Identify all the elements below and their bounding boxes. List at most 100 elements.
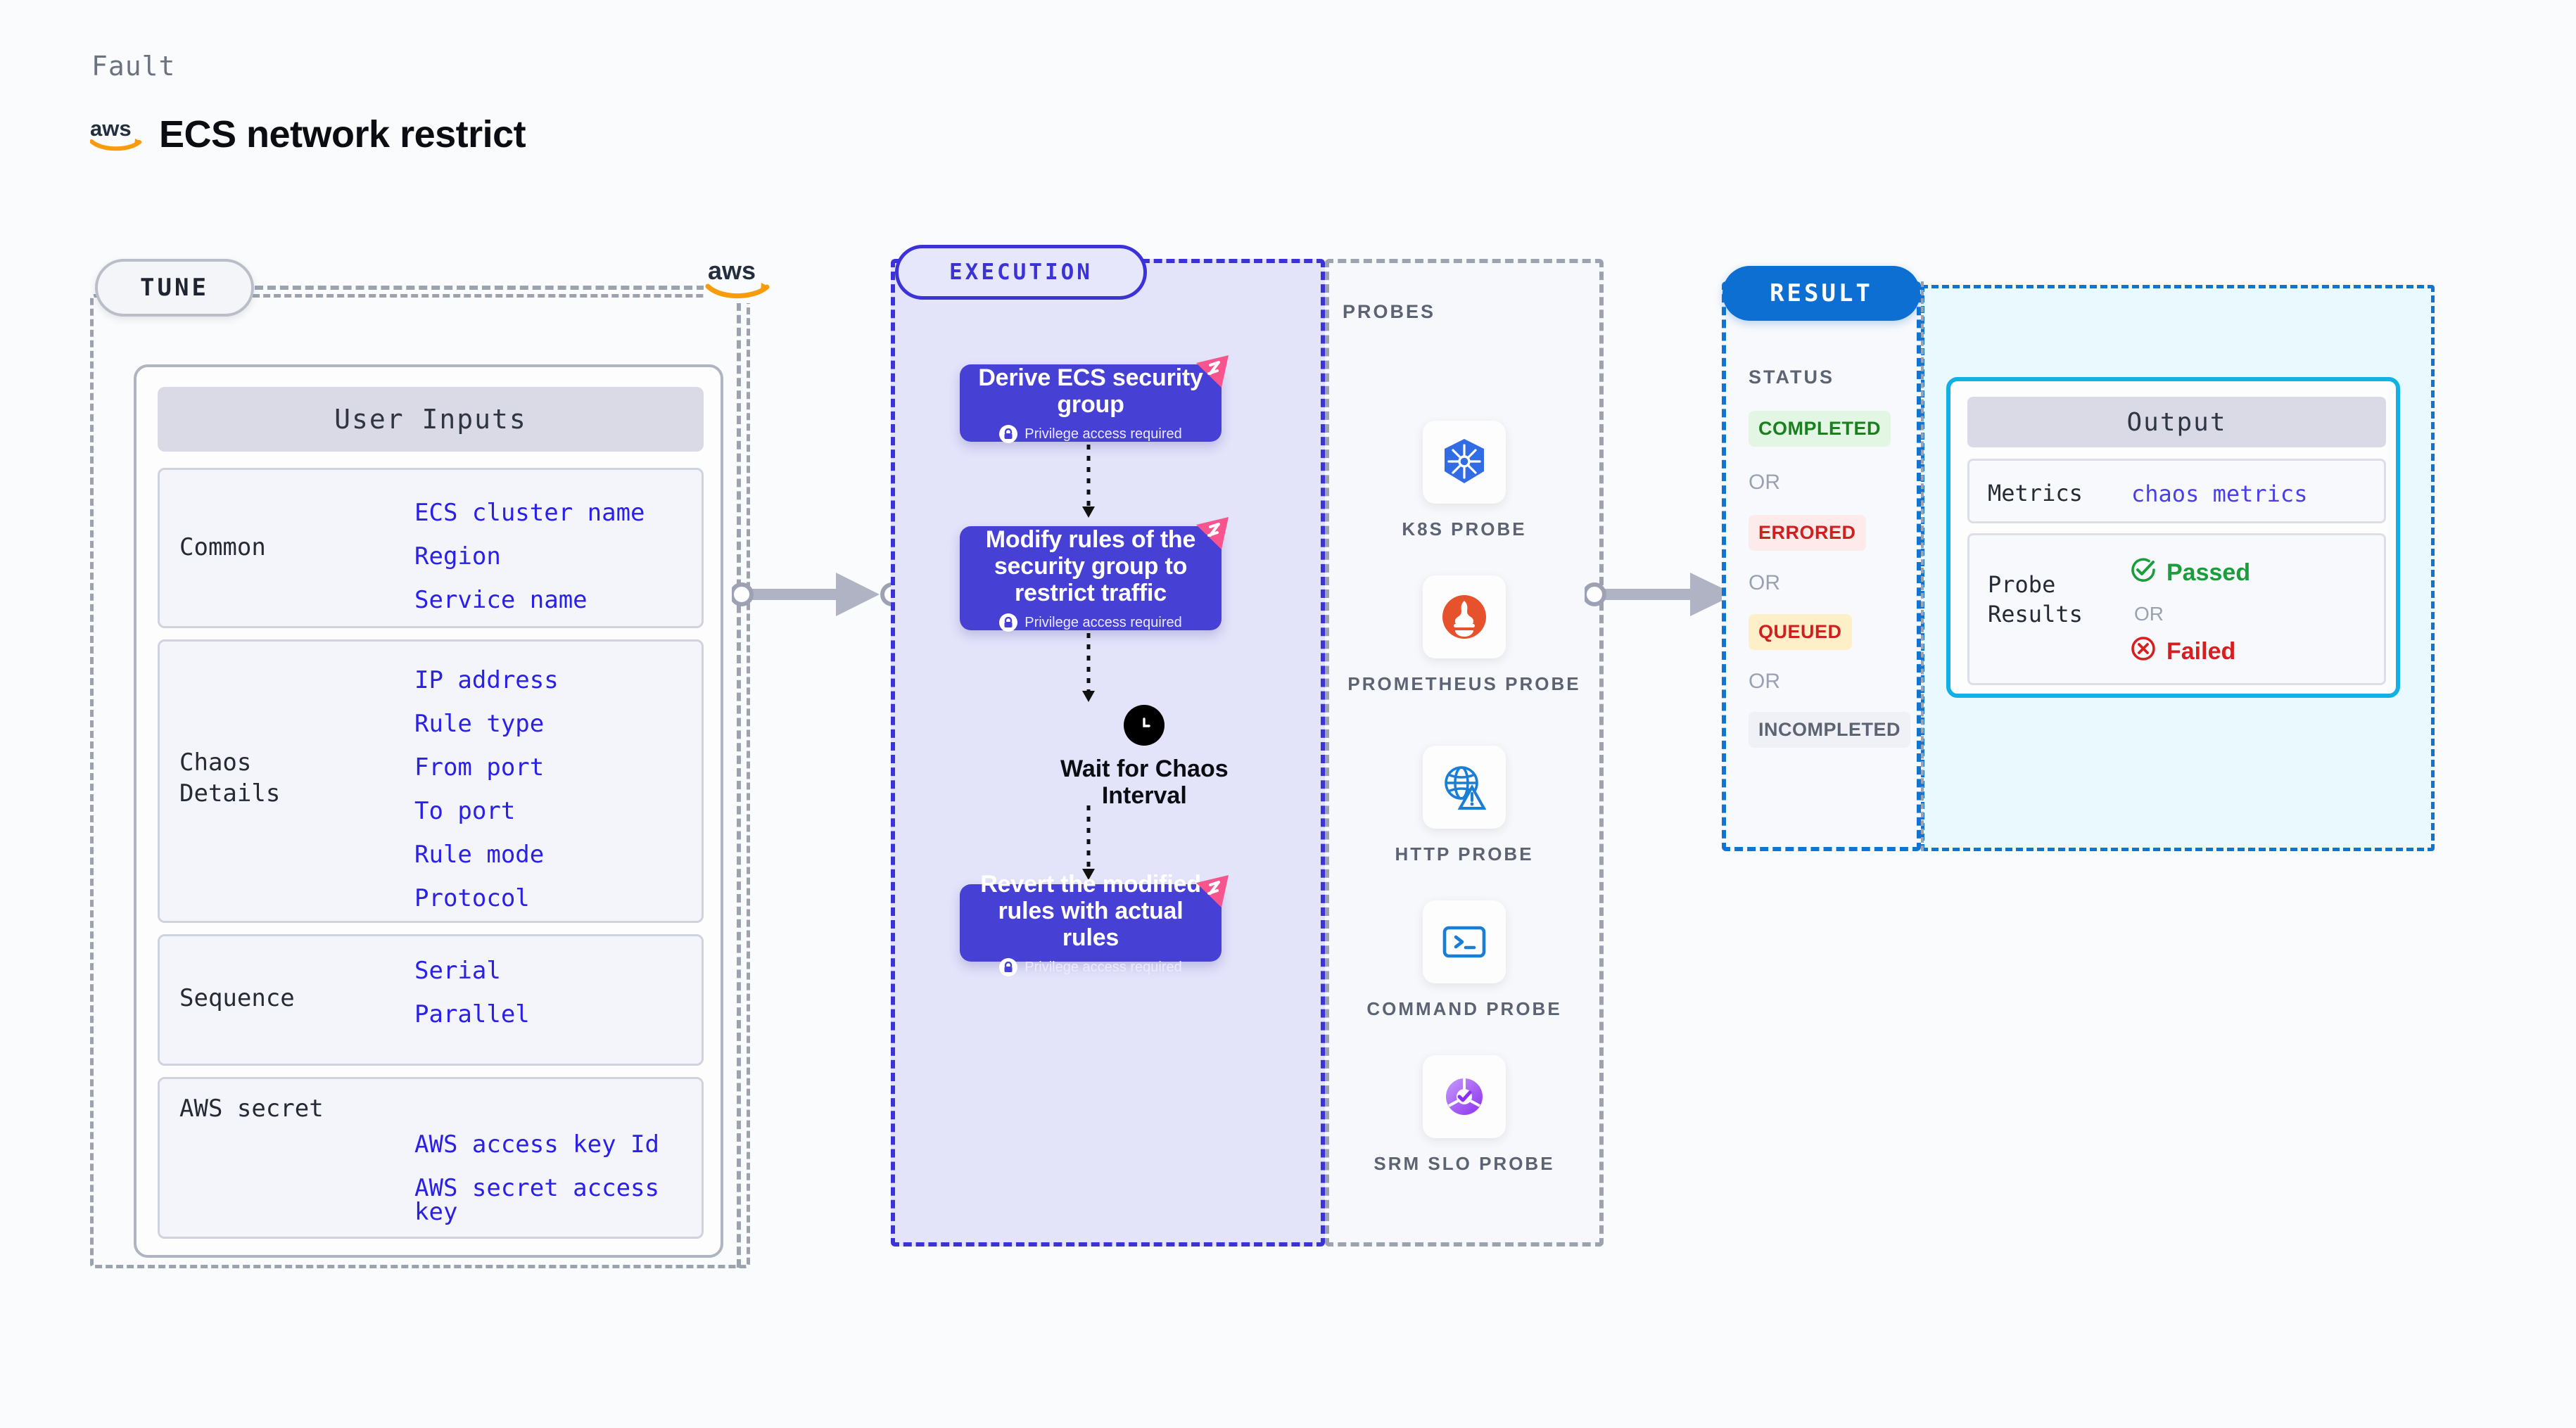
probe-item[interactable]: PROMETHEUS PROBE	[1338, 575, 1591, 696]
execution-node[interactable]: Revert the modified rules with actual ru…	[960, 871, 1229, 977]
node-subtitle: Privilege access required	[1024, 614, 1182, 630]
page-eyebrow: Fault	[91, 51, 176, 82]
aws-logo-icon: aws	[90, 116, 144, 153]
input-group-chaos-details: Chaos Details IP address Rule type From …	[158, 639, 704, 923]
tune-connector-dashes	[255, 286, 705, 290]
input-field[interactable]: Service name	[414, 586, 588, 614]
node-subtitle-row: Privilege access required	[999, 425, 1182, 444]
result-stage-boundary	[1722, 281, 1921, 851]
clock-icon	[1124, 705, 1165, 746]
input-field-list: ECS cluster name Region Service name	[414, 501, 645, 612]
output-row-metrics: Metrics chaos metrics	[1967, 459, 2386, 523]
or-separator: OR	[1749, 571, 1780, 594]
execution-stage-pill[interactable]: EXECUTION	[895, 245, 1147, 300]
input-group-sequence: Sequence Serial Parallel	[158, 934, 704, 1066]
metrics-value[interactable]: chaos metrics	[2131, 480, 2308, 507]
input-group-label: Chaos Details	[179, 748, 281, 808]
arrow-node2-to-wait	[1082, 633, 1095, 702]
input-field[interactable]: AWS secret access key	[414, 1174, 659, 1226]
aws-logo-icon: aws	[704, 255, 771, 307]
input-field[interactable]: Region	[414, 542, 501, 570]
result-stage-pill[interactable]: RESULT	[1722, 266, 1920, 321]
input-field[interactable]: Protocol	[414, 884, 530, 912]
prometheus-icon	[1423, 575, 1506, 658]
litmus-chaos-icon	[1196, 875, 1229, 907]
probe-item[interactable]: K8S PROBE	[1338, 421, 1591, 541]
probe-result-failed: Failed	[2130, 635, 2235, 668]
probe-name: HTTP PROBE	[1395, 843, 1534, 865]
output-card-header: Output	[1967, 397, 2386, 447]
execution-node[interactable]: Modify rules of the security group to re…	[960, 517, 1229, 632]
probe-item[interactable]: SRM SLO PROBE	[1338, 1055, 1591, 1175]
probe-result-passed: Passed	[2130, 556, 2250, 589]
lock-icon	[999, 613, 1018, 632]
probe-name: PROMETHEUS PROBE	[1347, 673, 1581, 694]
page-title-row: aws ECS network restrict	[90, 113, 526, 156]
input-field[interactable]: Parallel	[414, 1000, 530, 1028]
probe-item[interactable]: HTTP PROBE	[1338, 746, 1591, 866]
check-circle-icon	[2130, 556, 2157, 589]
input-field[interactable]: To port	[414, 797, 516, 825]
probe-name: SRM SLO PROBE	[1373, 1153, 1555, 1174]
input-group-common: Common ECS cluster name Region Service n…	[158, 468, 704, 628]
status-badge: COMPLETED	[1749, 411, 1891, 447]
input-group-label: Sequence	[179, 984, 295, 1012]
node-subtitle: Privilege access required	[1024, 959, 1182, 975]
or-separator: OR	[1749, 670, 1780, 693]
node-subtitle-row: Privilege access required	[999, 613, 1182, 632]
output-row-probe-results: Probe Results Passed OR F	[1967, 533, 2386, 685]
input-field[interactable]: Rule type	[414, 710, 545, 738]
lock-icon	[999, 958, 1018, 977]
input-field-list: AWS access key Id AWS secret access key	[414, 1133, 702, 1224]
node-title: Revert the modified rules with actual ru…	[980, 870, 1201, 952]
litmus-chaos-icon	[1196, 355, 1229, 388]
srm-slo-donut-icon	[1423, 1055, 1506, 1138]
arrow-node1-to-node2	[1082, 445, 1095, 518]
user-inputs-header: User Inputs	[158, 387, 704, 452]
connector-tune-to-execution	[732, 573, 901, 616]
input-field[interactable]: Serial	[414, 957, 501, 985]
node-subtitle: Privilege access required	[1024, 426, 1182, 442]
http-globe-warning-icon	[1423, 746, 1506, 829]
node-title: Modify rules of the security group to re…	[985, 525, 1196, 607]
probe-item[interactable]: COMMAND PROBE	[1338, 900, 1591, 1021]
x-circle-icon	[2130, 635, 2157, 668]
output-row-label: Probe Results	[1988, 571, 2083, 627]
status-badge: QUEUED	[1749, 614, 1852, 650]
status-badge: ERRORED	[1749, 515, 1866, 551]
probe-name: K8S PROBE	[1402, 518, 1527, 540]
kubernetes-icon	[1423, 421, 1506, 504]
result-status-divider	[1921, 281, 1924, 851]
input-field-list: IP address Rule type From port To port R…	[414, 668, 559, 910]
arrow-wait-to-node3	[1082, 805, 1095, 880]
input-field[interactable]: ECS cluster name	[414, 499, 645, 527]
status-section-label: STATUS	[1749, 366, 1834, 388]
svg-text:aws: aws	[90, 116, 132, 141]
input-field[interactable]: Rule mode	[414, 841, 545, 869]
status-badge: INCOMPLETED	[1749, 712, 1911, 748]
input-field[interactable]: AWS access key Id	[414, 1130, 659, 1159]
input-field-list: Serial Parallel	[414, 959, 530, 1026]
lock-icon	[999, 425, 1018, 444]
input-field[interactable]: From port	[414, 753, 545, 782]
terminal-icon	[1423, 900, 1506, 983]
or-separator: OR	[1749, 471, 1780, 494]
probe-name: COMMAND PROBE	[1366, 998, 1562, 1019]
input-group-aws-secret: AWS secret AWS access key Id AWS secret …	[158, 1077, 704, 1239]
input-field[interactable]: IP address	[414, 666, 559, 694]
node-subtitle-row: Privilege access required	[999, 958, 1182, 977]
page-title: ECS network restrict	[159, 113, 526, 155]
input-group-label: AWS secret	[179, 1095, 324, 1123]
node-title: Derive ECS security group	[978, 364, 1203, 418]
output-card: Output Metrics chaos metrics Probe Resul…	[1946, 377, 2400, 698]
probes-section-label: PROBES	[1343, 301, 1436, 322]
user-inputs-card: User Inputs Common ECS cluster name Regi…	[134, 364, 723, 1258]
execution-node[interactable]: Derive ECS security group Privilege acce…	[960, 355, 1229, 444]
tune-stage-pill[interactable]: TUNE	[95, 259, 254, 317]
tune-stage-boundary	[90, 294, 750, 1268]
output-row-label: Metrics	[1988, 480, 2083, 506]
svg-text:aws: aws	[708, 256, 756, 285]
